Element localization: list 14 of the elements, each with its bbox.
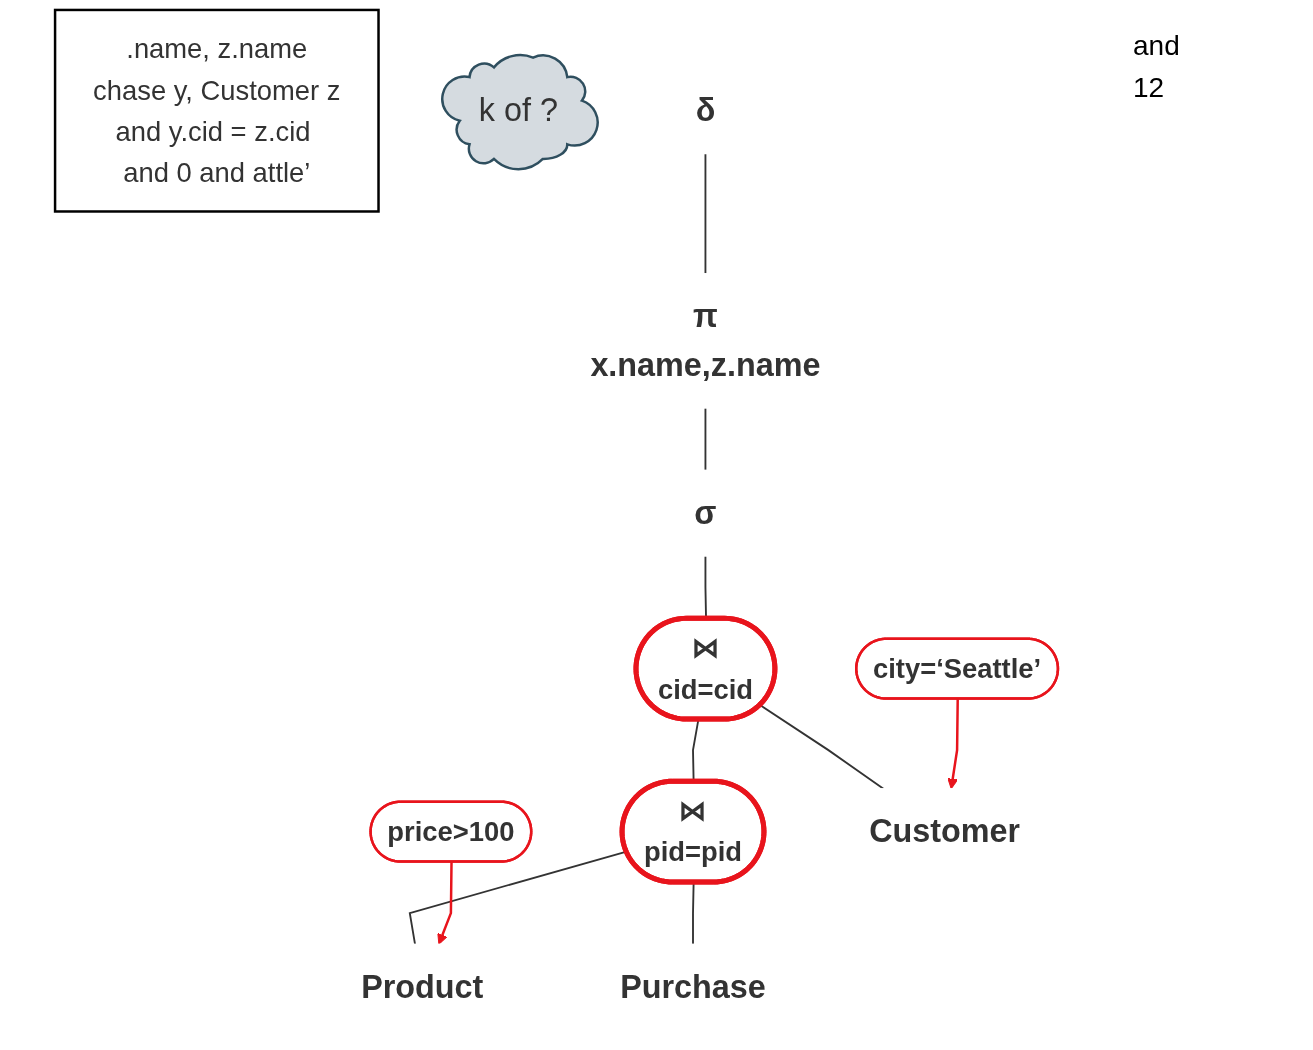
note-text: 12 bbox=[1133, 72, 1166, 104]
node-text: Customer bbox=[869, 812, 1021, 850]
node-text: Purchase bbox=[620, 967, 766, 1006]
connector bbox=[704, 407, 707, 472]
connector bbox=[704, 152, 707, 275]
node-text: δ bbox=[695, 91, 716, 129]
node-box: .name, z.name chase y, Customer z and y.cid = z.cid and 0 and attle’ bbox=[53, 8, 380, 213]
node-text: π x.name,z.name bbox=[590, 297, 821, 384]
node-text: σ bbox=[694, 493, 717, 532]
arrow bbox=[947, 699, 959, 790]
connector bbox=[759, 704, 885, 790]
node-text: Product bbox=[361, 967, 484, 1006]
arrow bbox=[437, 862, 453, 945]
note-text: and bbox=[1133, 30, 1181, 62]
